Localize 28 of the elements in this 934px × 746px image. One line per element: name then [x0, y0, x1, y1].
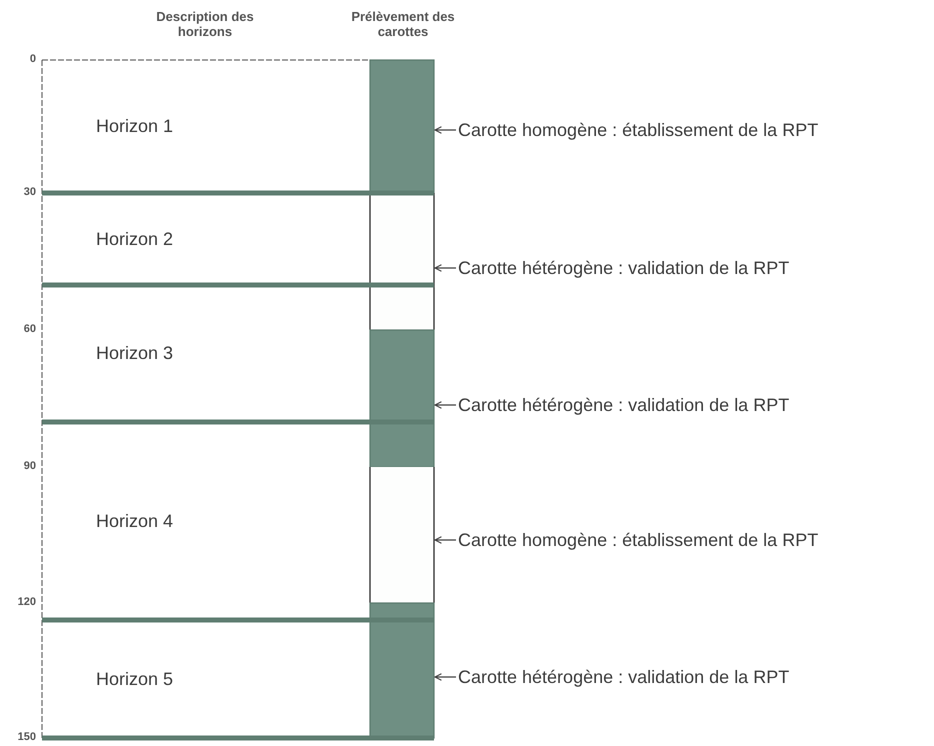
depth-tick-label: 120 [18, 596, 36, 608]
horizon-layer: Horizon 5 [96, 668, 174, 690]
depth-tick-label: 0 [30, 53, 36, 65]
callout-text: Carotte hétérogène : validation de la RPT [458, 666, 790, 688]
depth-tick-label: 60 [24, 323, 36, 335]
arrow [434, 401, 456, 409]
callout-text: Carotte hétérogène : validation de la RPT [458, 258, 790, 278]
column-header: Prélèvement des carottes [350, 10, 456, 40]
horizon-layer: Horizon 2 [96, 228, 174, 250]
depth-tick-label: 90 [24, 460, 36, 472]
callout-text: Carotte hétérogène : validation de la RPT [458, 394, 790, 416]
horizon-layer: Horizon 1 [96, 116, 174, 137]
core-sample [369, 192, 435, 331]
arrow [434, 673, 456, 681]
core-sample [369, 59, 435, 194]
arrow [434, 264, 456, 272]
horizon-layer: Horizon 3 [96, 343, 174, 364]
arrow [434, 536, 456, 544]
core-sample [369, 466, 435, 604]
core-sample [369, 329, 435, 468]
core-sample [369, 602, 435, 739]
horizon-layer: Horizon 4 [96, 510, 174, 532]
arrow [434, 126, 456, 134]
callout-text: Carotte homogène : établissement de la RPT [458, 120, 818, 140]
column-header: Description des horizons [155, 10, 255, 40]
depth-tick-label: 150 [18, 731, 36, 743]
callout-text: Carotte homogène : établissement de la RPT [458, 530, 818, 550]
depth-tick-label: 30 [24, 186, 36, 198]
